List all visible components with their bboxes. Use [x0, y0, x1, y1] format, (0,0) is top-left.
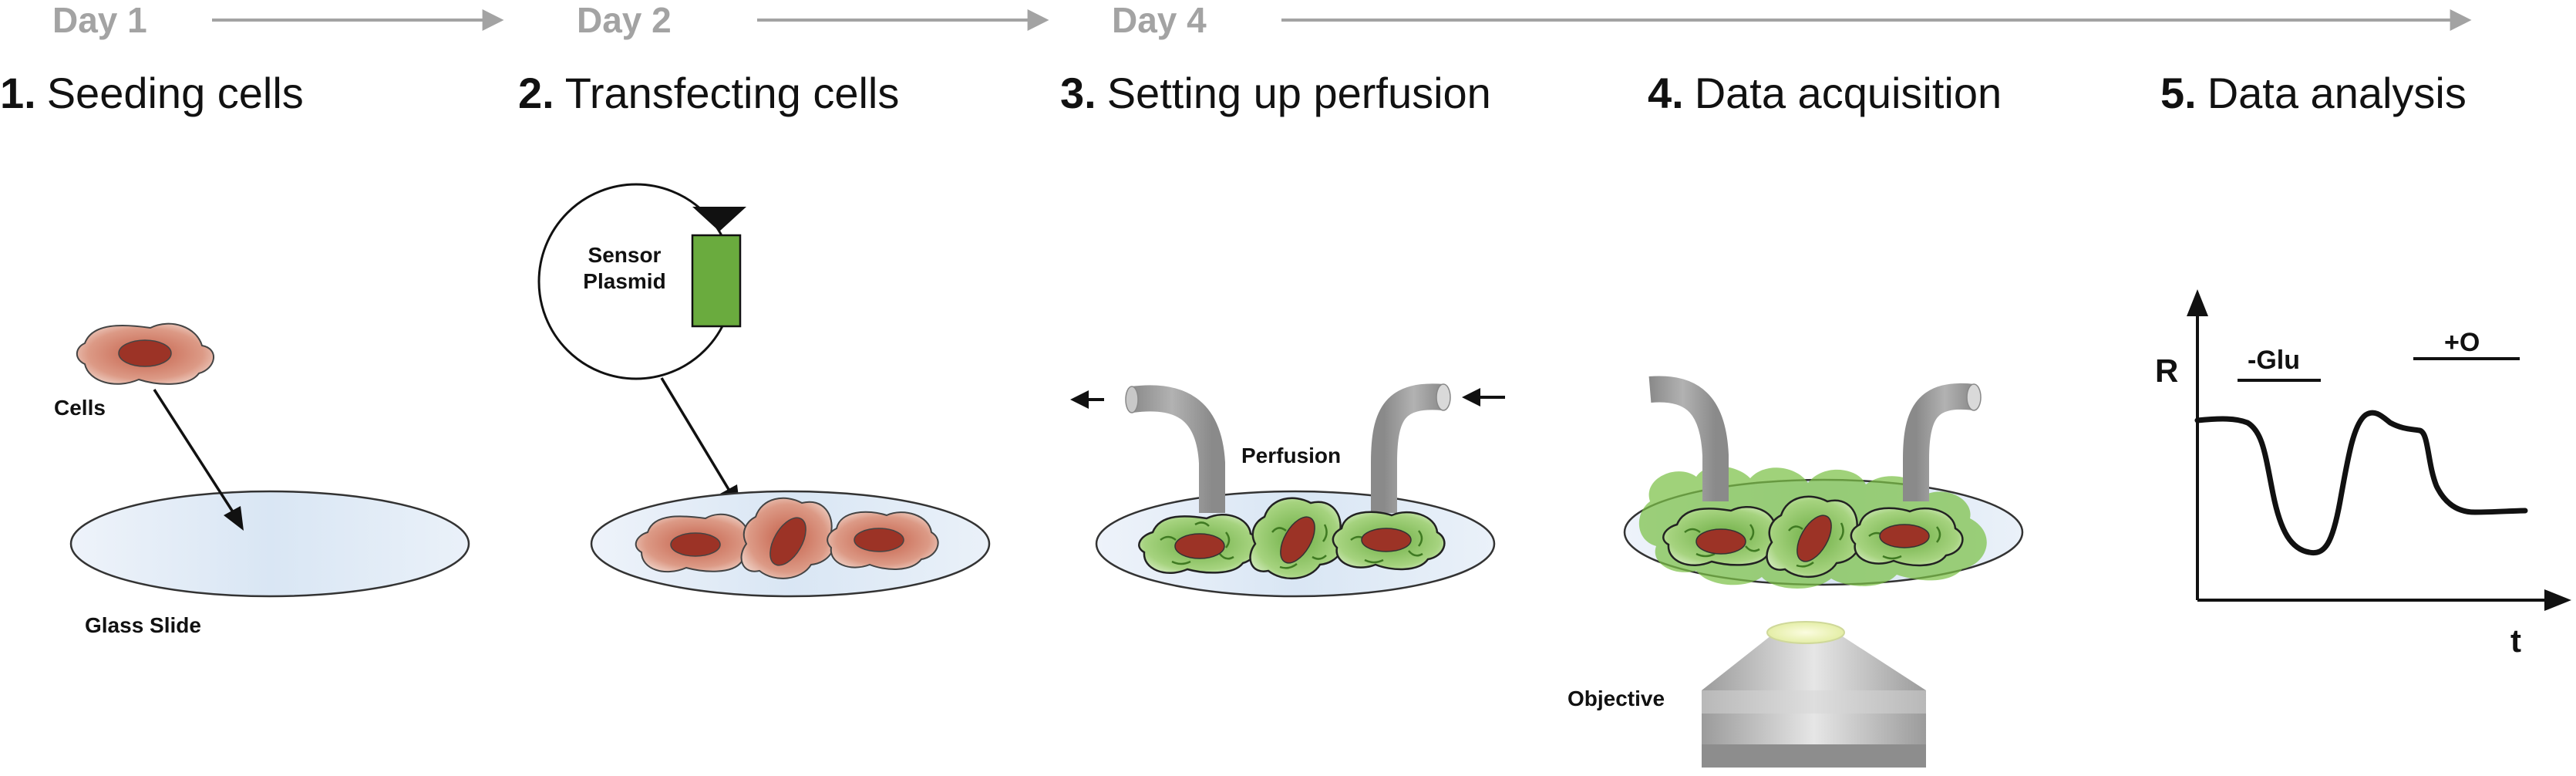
objective-base [1702, 744, 1926, 768]
outflow-tube-end [1125, 386, 1139, 413]
inflow-tube [1371, 383, 1445, 513]
panel-seeding-cells: Cells Glass Slide [54, 322, 470, 637]
cells-label: Cells [54, 396, 106, 420]
plasmid-label-line1: Sensor [588, 243, 662, 267]
transfected-cells-4 [1662, 495, 1964, 579]
acq-outflow-tube [1648, 376, 1729, 501]
transfection-arrow-shaft [660, 377, 736, 499]
panel-perfusion: Perfusion [1070, 383, 1505, 598]
outflow-arrow-head [1070, 390, 1089, 409]
panel-transfecting-cells: Sensor Plasmid [537, 183, 991, 598]
inflow-tube-end [1436, 383, 1451, 411]
green-cell-1-texture [1160, 521, 1234, 565]
timeline: Day 1 Day 2 Day 4 [52, 0, 2472, 40]
green-cell-3-texture [1350, 530, 1423, 564]
green-cell-2-nucleus [1280, 516, 1315, 564]
condition-1-label: -Glu [2248, 346, 2300, 375]
step-5-title: 5.Data analysis [2160, 69, 2467, 117]
objective-lens [1766, 621, 1845, 644]
cell-2-nucleus [769, 517, 806, 566]
condition-2-label: +O [2444, 328, 2480, 357]
objective-label: Objective [1567, 687, 1665, 710]
panel-data-acquisition: Objective [1567, 376, 2024, 768]
step-1-title: 1.Seeding cells [0, 69, 304, 117]
glass-slide-label: Glass Slide [85, 613, 201, 637]
green-cell-3-nucleus [1361, 528, 1412, 552]
promoter-triangle [692, 207, 746, 231]
response-trace [2194, 410, 2528, 556]
green-cell-2-texture [1271, 524, 1328, 569]
seeding-arrow-shaft [153, 389, 241, 522]
transfected-cells-3 [1138, 497, 1446, 580]
acq-cell-1-nucleus [1695, 528, 1746, 555]
x-axis-arrow [2544, 589, 2571, 611]
glass-slide [69, 490, 470, 598]
step-titles: 1.Seeding cells 2.Transfecting cells 3.S… [0, 69, 2467, 117]
step-4-title: 4.Data acquisition [1648, 69, 2002, 117]
objective-band [1702, 690, 1926, 714]
inflow-arrow-head [1462, 388, 1480, 407]
y-axis-arrow [2187, 289, 2208, 316]
x-axis-label: t [2510, 622, 2521, 659]
day-4-label: Day 4 [1112, 0, 1207, 40]
y-axis-label: R [2155, 353, 2178, 389]
green-cell-1-nucleus [1174, 533, 1225, 559]
plasmid-gene-box [691, 234, 742, 328]
outflow-tube [1130, 385, 1225, 513]
acq-inflow-tube-end [1966, 383, 1982, 411]
acq-cell-1-texture [1684, 524, 1760, 558]
panel-data-analysis: R t -Glu +O [2155, 289, 2571, 659]
day-1-label: Day 1 [52, 0, 147, 40]
seeding-arrow-head [224, 506, 244, 531]
acq-cell-3-nucleus [1879, 524, 1930, 548]
day-2-label: Day 2 [577, 0, 672, 40]
step-3-title: 3.Setting up perfusion [1060, 69, 1491, 117]
cell-3-nucleus [854, 528, 904, 552]
acq-cell-2-nucleus [1796, 515, 1832, 562]
cell-1-nucleus [670, 532, 721, 557]
plasmid-label-line2: Plasmid [583, 269, 665, 293]
acq-inflow-tube [1903, 383, 1975, 501]
seed-cell-nucleus [118, 339, 172, 367]
perfusion-label: Perfusion [1241, 444, 1341, 467]
step-2-title: 2.Transfecting cells [518, 69, 899, 117]
acq-cell-2-texture [1788, 522, 1844, 568]
